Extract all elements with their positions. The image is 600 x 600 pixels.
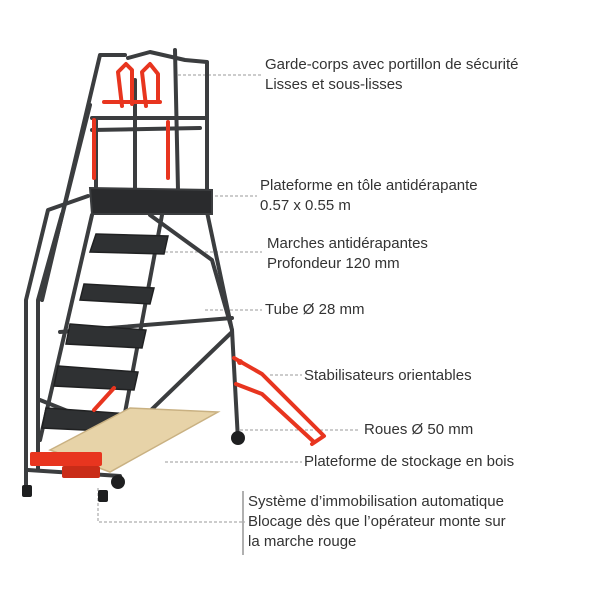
callout-tube: Tube Ø 28 mm xyxy=(265,300,364,320)
stabiliser-knob xyxy=(237,359,243,365)
guardrail-mid-rail xyxy=(90,126,202,132)
locking-line-3: la marche rouge xyxy=(248,533,357,550)
step-4 xyxy=(53,365,139,391)
step-1 xyxy=(88,233,169,255)
callout-platform: Plateforme en tôle antidérapante 0.57 x … xyxy=(260,176,478,216)
red-step-foot xyxy=(62,466,100,478)
callout-wheels: Roues Ø 50 mm xyxy=(364,420,473,440)
front-brace xyxy=(148,213,234,332)
red-side-brace xyxy=(92,386,116,412)
wheels xyxy=(22,431,245,502)
top-platform xyxy=(88,186,213,215)
steps-line-1: Marches antidérapantes xyxy=(267,235,428,252)
front-wheel xyxy=(231,431,245,445)
step-3 xyxy=(65,323,147,349)
rear-wheel xyxy=(111,475,125,489)
locking-bracket-bar xyxy=(242,491,244,555)
handrail-left xyxy=(40,53,127,302)
red-locking-step xyxy=(30,452,102,466)
rear-foot-left xyxy=(22,485,32,497)
tube-line-1: Tube Ø 28 mm xyxy=(265,301,365,318)
steps-line-2: Profondeur 120 mm xyxy=(267,255,400,272)
callout-steps: Marches antidérapantes Profondeur 120 mm xyxy=(267,234,428,274)
wheels-line-1: Roues Ø 50 mm xyxy=(364,421,474,438)
stabiliser-arm xyxy=(232,356,326,446)
leader-locking xyxy=(97,488,245,523)
stabiliser-arm-lower xyxy=(234,382,316,444)
guardrail-line-2: Lisses et sous-lisses xyxy=(265,76,403,93)
stringer-left xyxy=(38,213,94,442)
callout-locking: Système d’immobilisation automatique Blo… xyxy=(248,492,506,552)
callout-stabilisers: Stabilisateurs orientables xyxy=(304,366,472,386)
platform-line-1: Plateforme en tôle antidérapante xyxy=(260,177,478,194)
guardrail-rear-post xyxy=(126,50,209,192)
step-2 xyxy=(79,283,155,305)
callout-guardrail: Garde-corps avec portillon de sécurité L… xyxy=(265,55,518,95)
rear-leg-left xyxy=(24,194,90,490)
red-accents xyxy=(92,62,326,446)
locking-line-1: Système d’immobilisation automatique xyxy=(248,493,504,510)
rear-foot-right xyxy=(98,490,108,502)
guardrail-line-1: Garde-corps avec portillon de sécurité xyxy=(265,56,519,73)
storage-line-1: Plateforme de stockage en bois xyxy=(304,453,515,470)
front-leg xyxy=(205,210,240,442)
locking-line-2: Blocage dès que l’opérateur monte sur xyxy=(248,513,506,530)
platform-line-2: 0.57 x 0.55 m xyxy=(260,197,351,214)
safety-gate-right xyxy=(140,62,160,108)
callout-storage: Plateforme de stockage en bois xyxy=(304,452,514,472)
handrail-right xyxy=(54,103,92,242)
stabilisers-line-1: Stabilisateurs orientables xyxy=(304,367,472,384)
safety-gate-left xyxy=(116,62,134,108)
